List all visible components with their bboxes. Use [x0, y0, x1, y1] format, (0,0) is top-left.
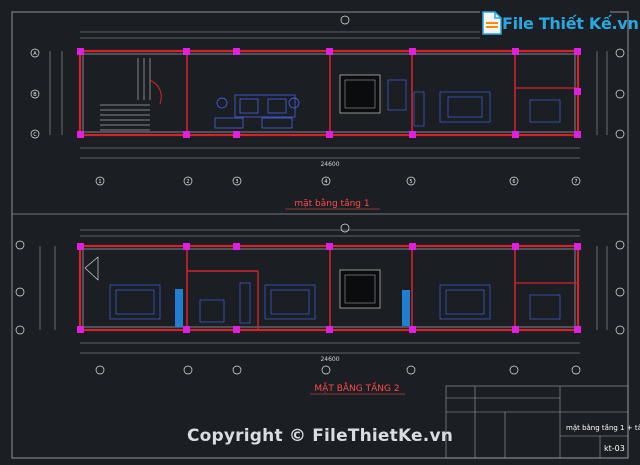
floor-plan-2: [15, 223, 625, 375]
row-label-b: B: [33, 92, 37, 98]
floor-plan-1: [30, 15, 625, 186]
row-label-c: C: [33, 132, 37, 138]
grid-label-1: 1: [98, 179, 101, 185]
grid-label-7: 7: [574, 179, 577, 185]
grid-label-3: 3: [235, 179, 238, 185]
file-icon: [482, 11, 502, 35]
grid-label-6: 6: [512, 179, 515, 185]
sheet-frame: [11, 11, 629, 459]
title-block: [445, 385, 629, 459]
plan2-overall-dim: 24600: [320, 356, 339, 363]
plan2-title: MẶT BẰNG TẦNG 2: [314, 381, 399, 394]
plan1-title: mặt bằng tầng 1: [294, 198, 369, 209]
plan1-overall-dim: 24600: [320, 161, 339, 168]
plan2-outer-wall: [78, 244, 580, 332]
sheet-number: kt-03: [604, 444, 625, 453]
row-label-a: A: [33, 51, 37, 57]
grid-label-5: 5: [409, 179, 412, 185]
plan1-outer-wall: [78, 49, 580, 137]
copyright-watermark: Copyright © FileThietKe.vn: [186, 426, 454, 446]
drawing-name: mặt bằng tầng 1 + tầng 2: [566, 423, 640, 432]
grid-label-4: 4: [324, 179, 327, 185]
grid-label-2: 2: [186, 179, 189, 185]
logo-text: File Thiết Kế.vn: [502, 14, 639, 33]
